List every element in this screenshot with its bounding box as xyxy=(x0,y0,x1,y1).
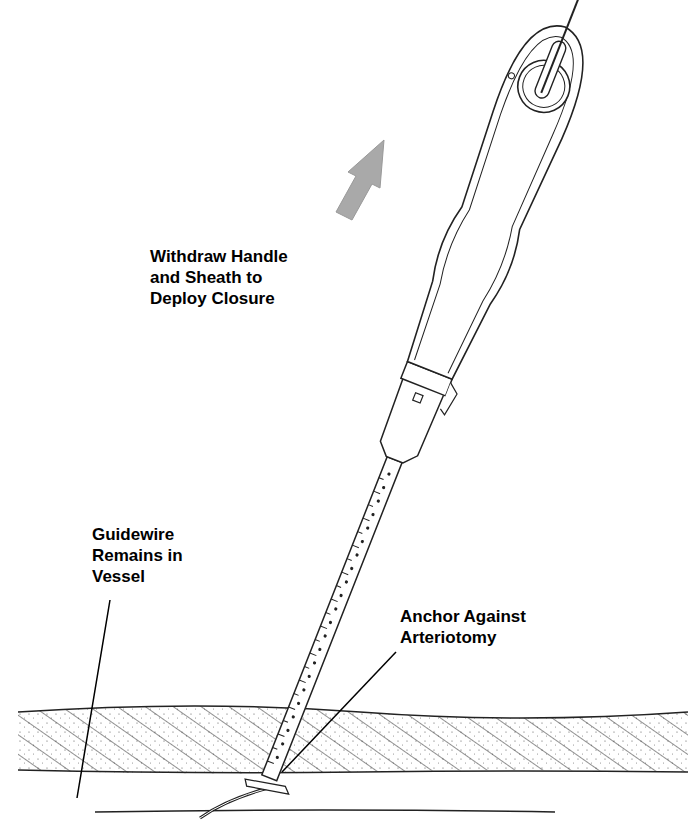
leader-line xyxy=(282,652,396,772)
handle-body xyxy=(396,14,601,385)
instruction-label: Withdraw Handle and Sheath to Deploy Clo… xyxy=(150,246,320,309)
vessel-wall xyxy=(95,810,555,812)
tissue-layer xyxy=(18,706,688,774)
leader-line xyxy=(77,600,110,798)
sheath xyxy=(262,457,402,781)
callout-label: Guidewire Remains in Vessel xyxy=(92,524,222,587)
callout-label: Anchor Against Arteriotomy xyxy=(400,606,590,648)
closure-device xyxy=(229,0,628,807)
withdraw-arrow xyxy=(336,140,384,220)
guidewire xyxy=(200,788,268,818)
